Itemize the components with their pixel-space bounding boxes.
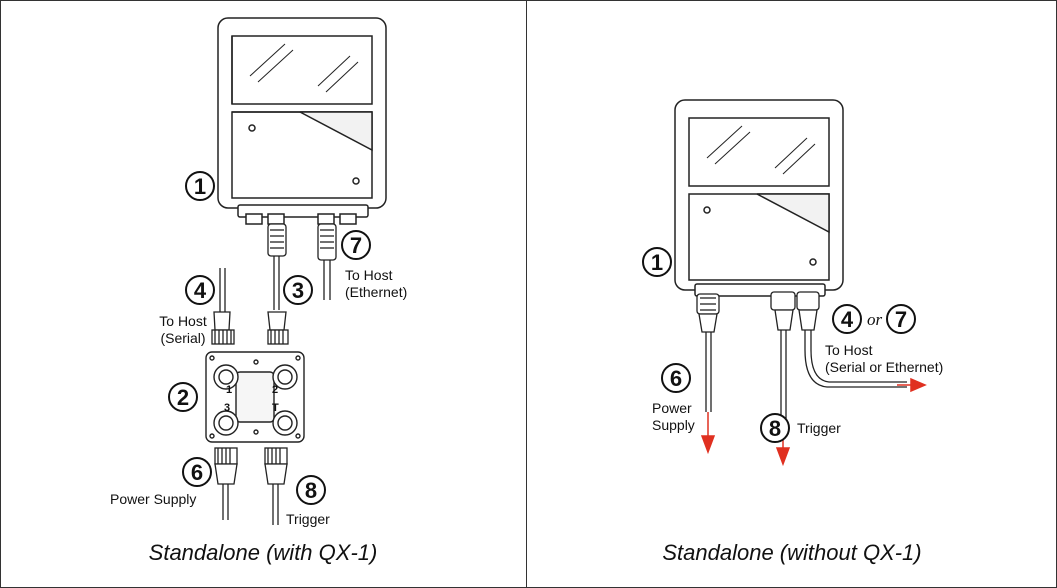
callout-7-circle (886, 304, 916, 334)
label-to-host-ethernet: To Host (345, 267, 393, 283)
or-text: or (867, 310, 883, 329)
label-serial: (Serial) (160, 330, 205, 346)
label-serial-or-ethernet: (Serial or Ethernet) (825, 359, 943, 375)
scanner-device (217, 17, 387, 225)
diagram-with-qx1: 1 2 3 T 1 7 4 (110, 17, 407, 527)
callout-2-circle (168, 382, 198, 412)
callout-6-circle (182, 457, 212, 487)
callout-3: 3 (292, 278, 304, 303)
label-supply: Supply (652, 417, 695, 433)
callout-8-circle (760, 413, 790, 443)
callout-2: 2 (177, 385, 189, 410)
callout-7: 7 (350, 233, 362, 258)
cable-4 (211, 268, 235, 345)
callout-6: 6 (191, 460, 203, 485)
callout-3-circle (283, 275, 313, 305)
label-ethernet: (Ethernet) (345, 284, 407, 300)
qx-port-3: 3 (224, 402, 230, 414)
callout-8-circle (296, 475, 326, 505)
callout-6: 6 (670, 366, 682, 391)
label-trigger: Trigger (286, 511, 330, 527)
qx-port-2: 2 (272, 384, 278, 396)
callout-1: 1 (194, 174, 206, 199)
callout-4-circle (832, 304, 862, 334)
callout-8: 8 (305, 478, 317, 503)
callout-1: 1 (651, 250, 663, 275)
qx1-module (205, 351, 305, 443)
label-to-host: To Host (825, 342, 873, 358)
cable-7 (317, 223, 337, 300)
callout-4: 4 (194, 278, 207, 303)
label-trigger: Trigger (797, 420, 841, 436)
qx-port-t: T (272, 402, 279, 414)
label-power-supply: Power Supply (110, 491, 196, 507)
callout-4: 4 (841, 307, 854, 332)
cable-6 (214, 447, 238, 520)
caption-without-qx1: Standalone (without QX-1) (662, 540, 922, 565)
cable-host-trigger (770, 291, 907, 420)
callout-1-circle (185, 171, 215, 201)
callout-7-circle (341, 230, 371, 260)
label-power: Power (652, 400, 692, 416)
qx-port-1: 1 (226, 384, 232, 396)
cable-3 (267, 223, 289, 345)
callout-4-circle (185, 275, 215, 305)
cable-8 (264, 447, 288, 525)
callout-7: 7 (895, 307, 907, 332)
scanner-device (674, 99, 844, 297)
callout-1-circle (642, 247, 672, 277)
cable-power (696, 293, 720, 412)
callout-6-circle (661, 363, 691, 393)
panel-without-qx1: 1 4 or 7 6 8 To Host (Serial or Ethernet… (527, 0, 1057, 588)
diagram-without-qx1: 1 4 or 7 6 8 To Host (Serial or Ethernet… (642, 99, 943, 467)
caption-with-qx1: Standalone (with QX-1) (148, 540, 378, 565)
panel-with-qx1: 1 2 3 T 1 7 4 (0, 0, 526, 588)
panel-divider (526, 0, 527, 588)
callout-8: 8 (769, 416, 781, 441)
label-to-host-serial: To Host (159, 313, 207, 329)
